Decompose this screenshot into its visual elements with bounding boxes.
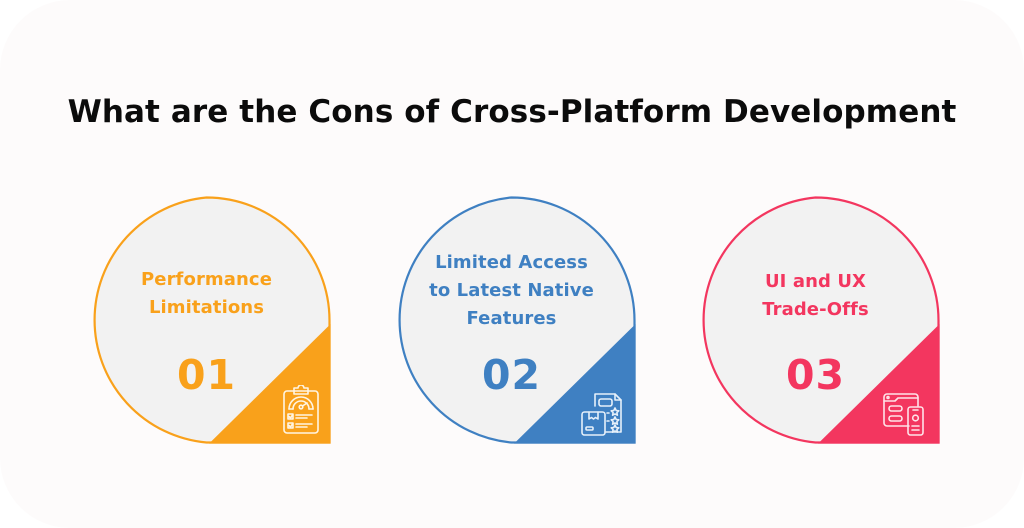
con-card-native-features: Limited Access to Latest Native Features…: [387, 196, 636, 444]
page-title: What are the Cons of Cross-Platform Deve…: [67, 94, 957, 130]
card-heading-line: Performance: [140, 269, 273, 290]
card-heading-line: Limitations: [148, 297, 265, 318]
card-heading-line: Features: [466, 308, 557, 329]
package-rating-icon: [579, 390, 625, 440]
card-heading-line: to Latest Native: [429, 280, 594, 301]
card-shape: [93, 196, 331, 444]
card-heading: Limited Access to Latest Native Features: [387, 249, 636, 333]
card-heading-line: UI and UX: [764, 271, 867, 292]
card-number: 02: [481, 351, 542, 399]
clipboard-gauge-icon: [279, 384, 325, 435]
con-card-ui-ux: UI and UX Trade-Offs 03: [691, 196, 940, 444]
card-heading-line: Trade-Offs: [762, 299, 869, 320]
card-shape: [702, 196, 940, 444]
card-number: 03: [785, 351, 846, 399]
browser-mobile-icon: [881, 390, 927, 440]
card-heading: UI and UX Trade-Offs: [691, 268, 940, 324]
card-heading-line: Limited Access: [435, 252, 588, 273]
card-heading: Performance Limitations: [82, 266, 331, 322]
card-number: 01: [176, 351, 237, 399]
con-card-performance: Performance Limitations 01: [82, 196, 331, 444]
